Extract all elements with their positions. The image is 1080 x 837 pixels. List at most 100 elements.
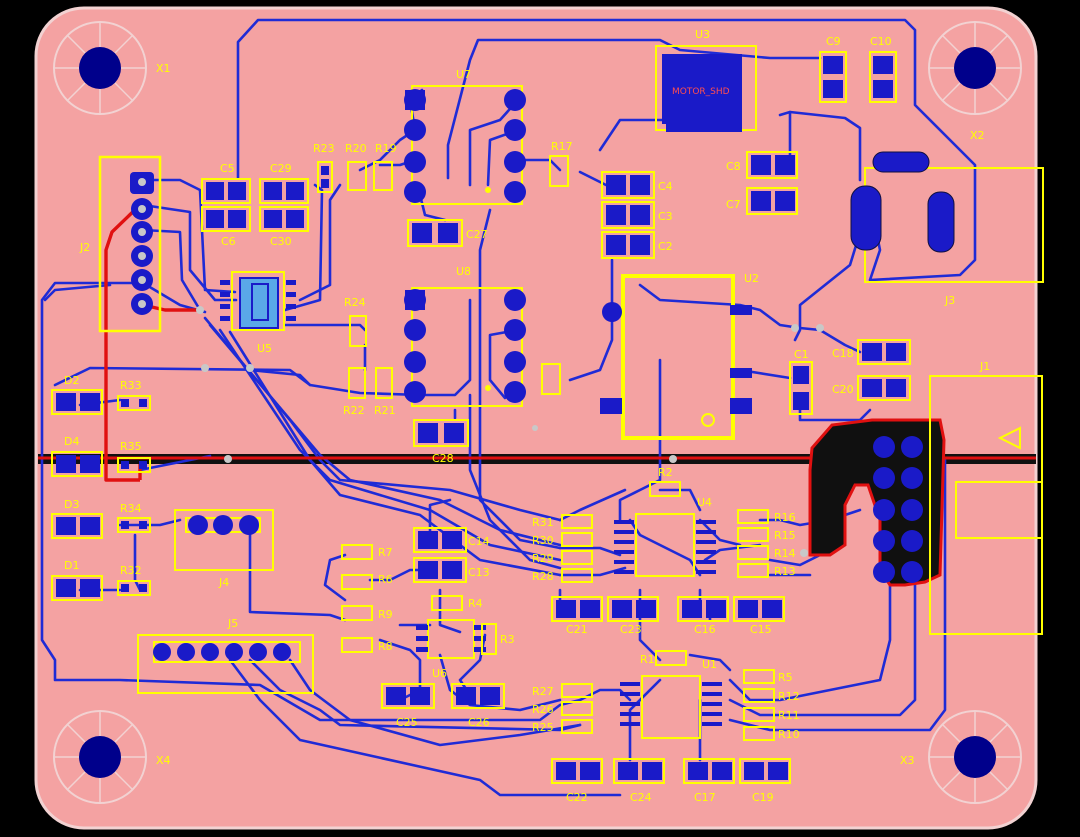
resistor-r34[interactable]: R34 xyxy=(117,502,151,533)
diode-d2[interactable]: D2 xyxy=(51,374,103,415)
designator-c23: C23 xyxy=(620,623,642,636)
resistor-r32[interactable]: R32 xyxy=(117,564,151,596)
resistor-r8[interactable]: R8 xyxy=(341,637,393,653)
connector-j2[interactable]: J2 xyxy=(79,155,162,333)
mounting-hole-x2[interactable]: X2 xyxy=(928,21,1022,142)
capacitor-c10[interactable]: C10 xyxy=(869,35,897,103)
designator-c19: C19 xyxy=(752,791,774,804)
resistor-r33[interactable]: R33 xyxy=(117,379,151,411)
diode-d1[interactable]: D1 xyxy=(51,559,103,601)
capacitor-c22[interactable]: C22 xyxy=(551,758,603,804)
resistor-r3[interactable]: R3 xyxy=(481,623,515,655)
ic-u2[interactable]: U2 xyxy=(600,272,759,440)
resistor-r9[interactable]: R9 xyxy=(341,605,393,621)
capacitor-c9[interactable]: C9 xyxy=(819,35,847,103)
resistor-r10[interactable]: R10 xyxy=(743,726,800,741)
ic-u4[interactable]: U4 xyxy=(614,496,716,577)
resistor-r2[interactable]: R2 xyxy=(649,466,681,497)
resistor-r15[interactable]: R15 xyxy=(737,527,796,542)
capacitor-c7[interactable]: C7 xyxy=(726,187,798,215)
ic-u3[interactable]: MOTOR_SHD U3 xyxy=(655,28,757,132)
resistor-r16[interactable]: R16 xyxy=(737,509,796,524)
designator-d4: D4 xyxy=(64,435,79,448)
resistor-r4[interactable]: R4 xyxy=(431,595,483,611)
capacitor-c13[interactable]: C13 xyxy=(413,557,490,583)
capacitor-c3[interactable]: C3 xyxy=(601,201,673,229)
resistor-r5[interactable]: R5 xyxy=(743,669,793,684)
ic-u1[interactable]: U1 xyxy=(620,658,722,739)
capacitor-c28[interactable]: C28 xyxy=(413,419,469,465)
capacitor-c26[interactable]: C26 xyxy=(451,683,505,729)
resistor-r27[interactable]: R27 xyxy=(532,683,593,698)
resistor-r31[interactable]: R31 xyxy=(532,514,593,529)
designator-c6: C6 xyxy=(221,235,236,248)
capacitor-c4[interactable]: C4 xyxy=(601,171,673,199)
capacitor-c21[interactable]: C21 xyxy=(551,596,603,636)
resistor-r29[interactable]: R29 xyxy=(532,550,593,565)
ic-u5[interactable]: U5 xyxy=(220,271,296,355)
diode-d3[interactable]: D3 xyxy=(51,498,103,539)
designator-j3: J3 xyxy=(944,294,955,307)
resistor-r20[interactable]: R20 xyxy=(345,142,367,191)
designator-r7: R7 xyxy=(378,546,393,559)
resistor-r17[interactable]: R17 xyxy=(549,140,573,187)
capacitor-c30[interactable]: C30 xyxy=(259,206,309,248)
resistor-r25[interactable]: R25 xyxy=(532,719,593,734)
capacitor-c5[interactable]: C5 xyxy=(201,162,251,204)
capacitor-c8[interactable]: C8 xyxy=(726,151,798,179)
connector-j3[interactable]: J3 xyxy=(850,151,1044,307)
designator-r24: R24 xyxy=(344,296,366,309)
capacitor-c24[interactable]: C24 xyxy=(613,758,665,804)
capacitor-c18[interactable]: C18 xyxy=(832,339,911,365)
capacitor-c16[interactable]: C16 xyxy=(677,596,729,636)
resistor-r21[interactable]: R21 xyxy=(374,367,396,417)
resistor-r6[interactable]: R6 xyxy=(341,573,393,590)
mounting-hole-x4[interactable]: X4 xyxy=(53,710,171,804)
resistor-r22[interactable]: R22 xyxy=(343,367,366,417)
resistor-r23[interactable]: R23 xyxy=(313,142,335,193)
resistor-r14[interactable]: R14 xyxy=(737,545,796,560)
capacitor-c1[interactable]: C1 xyxy=(789,348,813,415)
designator-c26: C26 xyxy=(468,716,490,729)
ic-u6[interactable]: U6 xyxy=(416,619,486,680)
ic-u8[interactable] xyxy=(404,287,526,407)
resistor-r12[interactable]: R12 xyxy=(743,688,800,703)
connector-j5[interactable]: J5 xyxy=(137,617,314,694)
capacitor-c17[interactable]: C17 xyxy=(683,758,735,804)
resistor-r28[interactable]: R28 xyxy=(532,568,593,583)
capacitor-c25[interactable]: C25 xyxy=(381,683,435,729)
resistor-r7[interactable]: R7 xyxy=(341,544,393,560)
designator-r33: R33 xyxy=(120,379,142,392)
capacitor-c29[interactable]: C29 xyxy=(259,162,309,204)
resistor-r30[interactable]: R30 xyxy=(532,532,593,547)
mounting-hole-x1[interactable]: X1 xyxy=(53,21,171,115)
mounting-hole-x3[interactable]: X3 xyxy=(900,710,1022,804)
designator-c16: C16 xyxy=(694,623,716,636)
resistor-r18[interactable] xyxy=(541,363,561,395)
designator-c29: C29 xyxy=(270,162,292,175)
capacitor-c15[interactable]: C15 xyxy=(733,596,785,636)
capacitor-c19[interactable]: C19 xyxy=(739,758,791,804)
capacitor-c2[interactable]: C2 xyxy=(601,231,673,259)
capacitor-c23[interactable]: C23 xyxy=(607,596,659,636)
resistor-r26[interactable]: R26 xyxy=(532,701,593,716)
resistor-r1[interactable]: R1 xyxy=(640,650,687,666)
capacitor-c6[interactable]: C6 xyxy=(201,206,251,248)
capacitor-c14[interactable]: C14 xyxy=(413,527,490,553)
resistor-r11[interactable]: R11 xyxy=(743,707,800,722)
via xyxy=(196,306,204,314)
resistor-r19[interactable]: R19 xyxy=(373,142,397,191)
designator-r35: R35 xyxy=(120,440,142,453)
capacitor-c27[interactable]: C27 xyxy=(407,219,488,247)
capacitor-c20[interactable]: C20 xyxy=(832,375,911,401)
ic-u7[interactable]: U7 xyxy=(404,68,526,205)
designator-r6: R6 xyxy=(378,573,393,586)
connector-j4[interactable]: J4 xyxy=(174,509,274,589)
resistor-r24[interactable]: R24 xyxy=(344,296,367,347)
resistor-r35[interactable]: R35 xyxy=(117,440,151,473)
resistor-r13[interactable]: R13 xyxy=(737,563,796,578)
diode-d4[interactable]: D4 xyxy=(51,435,103,477)
designator-u5: U5 xyxy=(257,342,272,355)
connector-j1[interactable]: J1 xyxy=(873,360,1043,635)
